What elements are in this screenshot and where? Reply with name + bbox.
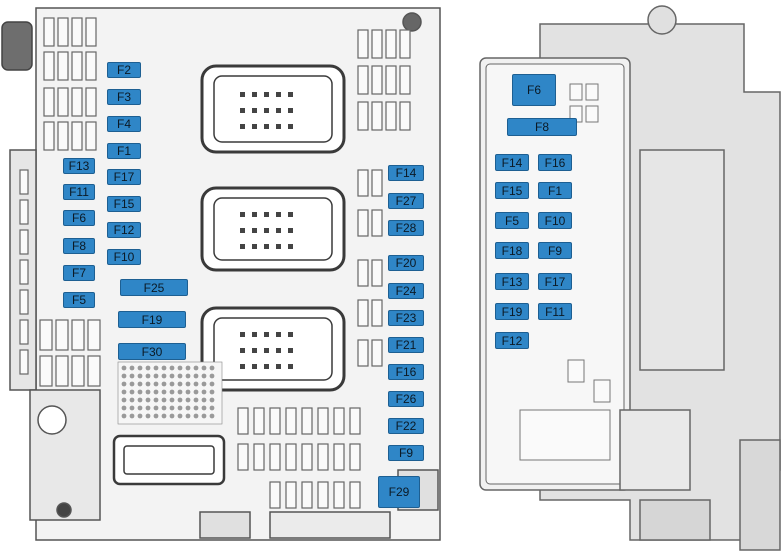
perforation-dot (201, 389, 207, 395)
perforation-dot (185, 365, 191, 371)
perforation-dot (121, 405, 127, 411)
perforation-dot (185, 389, 191, 395)
perforation-dot (177, 365, 183, 371)
perforation-dot (169, 397, 175, 403)
perforation-dot (169, 365, 175, 371)
perforation-dot (153, 381, 159, 387)
perforation-dot (201, 397, 207, 403)
perforation-dot (129, 405, 135, 411)
perforation-dot (177, 397, 183, 403)
perforation-dot (145, 413, 151, 419)
perforation-dot (193, 381, 199, 387)
perforation-dot (201, 365, 207, 371)
perforation-dot (153, 365, 159, 371)
perforation-dot (153, 373, 159, 379)
perforation-dot (153, 397, 159, 403)
perforation-dot (209, 413, 215, 419)
perforation-dot (193, 365, 199, 371)
bottom-connector (112, 434, 226, 486)
perforation-dot (185, 373, 191, 379)
perforation-dot (137, 389, 143, 395)
perforation-dot (209, 373, 215, 379)
perforation-dot (153, 405, 159, 411)
perforation-dot (209, 365, 215, 371)
perforation-dot (185, 381, 191, 387)
perforation-dot (145, 397, 151, 403)
perforation-dot (193, 373, 199, 379)
right-fuse-box (479, 5, 781, 551)
perforation-dot (177, 389, 183, 395)
perforation-dot (193, 405, 199, 411)
left-box-slots (19, 17, 411, 509)
perforation-dot (129, 397, 135, 403)
perforation-dot (145, 381, 151, 387)
perforation-dot (121, 389, 127, 395)
perforation-dot (121, 381, 127, 387)
perforation-dots (121, 365, 215, 419)
right-box-slots (519, 83, 611, 461)
perforation-dot (153, 389, 159, 395)
perforation-dot (145, 373, 151, 379)
perforation-dot (121, 373, 127, 379)
perforation-dot (129, 365, 135, 371)
perforation-dot (209, 389, 215, 395)
perforation-dot (209, 381, 215, 387)
perforation-dot (201, 373, 207, 379)
perforation-dot (161, 365, 167, 371)
perforation-dot (129, 373, 135, 379)
perforation-dot (185, 405, 191, 411)
perforation-dot (145, 389, 151, 395)
perforation-dot (209, 397, 215, 403)
perforation-dot (169, 381, 175, 387)
perforation-dot (161, 373, 167, 379)
perforation-dot (185, 397, 191, 403)
perforation-dot (193, 389, 199, 395)
perforation-dot (137, 365, 143, 371)
perforation-dot (177, 373, 183, 379)
perforation-dot (121, 365, 127, 371)
perforation-dot (137, 405, 143, 411)
perforation-dot (121, 413, 127, 419)
perforation-dot (137, 413, 143, 419)
perforation-dot (129, 381, 135, 387)
perforation-dot (201, 413, 207, 419)
perforation-dot (137, 373, 143, 379)
perforation-dot (201, 381, 207, 387)
perforation-dot (185, 413, 191, 419)
perforation-dot (145, 405, 151, 411)
perforation-dot (145, 365, 151, 371)
perforation-dot (137, 381, 143, 387)
perforation-dot (161, 397, 167, 403)
perforation-dot (169, 413, 175, 419)
perforation-dot (161, 381, 167, 387)
perforation-dot (177, 381, 183, 387)
perforation-dot (121, 397, 127, 403)
perforation-dot (209, 405, 215, 411)
relay-pins (240, 92, 293, 369)
perforation-dot (169, 389, 175, 395)
perforation-dot (161, 389, 167, 395)
perforation-dot (169, 373, 175, 379)
relay-connectors (200, 64, 346, 392)
perforation-dot (153, 413, 159, 419)
perforation-dot (129, 389, 135, 395)
perforation-dot (161, 405, 167, 411)
perforation-dot (137, 397, 143, 403)
perforation-dot (193, 413, 199, 419)
perforation-dot (169, 405, 175, 411)
perforation-dot (177, 413, 183, 419)
perforation-dot (161, 413, 167, 419)
perforation-dot (177, 405, 183, 411)
perforation-dot (193, 397, 199, 403)
perforation-dot (129, 413, 135, 419)
perforation-dot (201, 405, 207, 411)
